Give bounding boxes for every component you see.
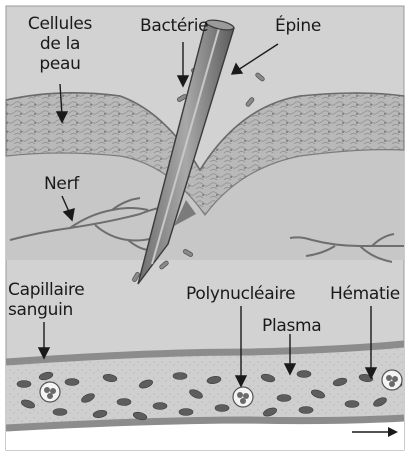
label-skin-cells: Cellules de la peau bbox=[20, 14, 100, 74]
label-plasma: Plasma bbox=[262, 316, 321, 336]
label-bacteria: Bactérie bbox=[140, 16, 208, 36]
label-red-cell: Hématie bbox=[330, 284, 400, 304]
label-capillary: Capillaire sanguin bbox=[8, 280, 84, 320]
label-thorn: Épine bbox=[275, 16, 321, 36]
capillary bbox=[6, 344, 404, 428]
label-nerve: Nerf bbox=[44, 174, 79, 194]
label-white-cell: Polynucléaire bbox=[186, 284, 295, 304]
